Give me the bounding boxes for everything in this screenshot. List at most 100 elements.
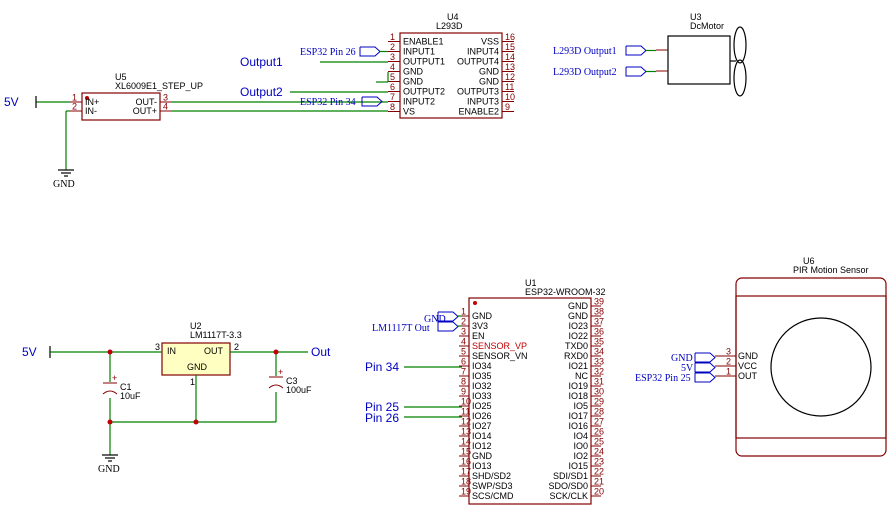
u4-pin-num: 4 bbox=[390, 62, 395, 72]
u4-pin-name: OUTPUT3 bbox=[457, 87, 499, 97]
u1-pin-name: IO35 bbox=[472, 371, 492, 381]
label-output1: Output1 bbox=[240, 55, 283, 69]
u1-pin-name: SENSOR_VN bbox=[472, 351, 528, 361]
u5-pin-num: 1 bbox=[72, 93, 77, 103]
c1-capacitor: + C1 10uF bbox=[102, 373, 141, 401]
u1-pin-num: 27 bbox=[594, 417, 604, 427]
u1-pin-name: IO14 bbox=[472, 431, 492, 441]
u1-pin-name: SENSOR_VP bbox=[472, 341, 527, 351]
u5-pin-name: OUT+ bbox=[133, 106, 157, 116]
c1-value: 10uF bbox=[120, 391, 141, 401]
u4-pin-num: 5 bbox=[390, 72, 395, 82]
u1-pin-num: 30 bbox=[594, 387, 604, 397]
u4-pin-num: 7 bbox=[390, 92, 395, 102]
u1-pin-num: 14 bbox=[461, 437, 471, 447]
label-gnd-top: GND bbox=[53, 179, 75, 190]
u1-pin-num: 1 bbox=[461, 307, 466, 317]
flag-esp-pin26: ESP32 Pin 26 bbox=[300, 46, 388, 58]
u1-pin-num: 38 bbox=[594, 307, 604, 317]
u4-pin-name: OUTPUT4 bbox=[457, 57, 499, 67]
u1-pin-name: IO27 bbox=[472, 421, 492, 431]
u4-pin-num: 16 bbox=[505, 32, 515, 42]
u1-pin-name: IO23 bbox=[568, 321, 588, 331]
u1-pin-num: 16 bbox=[461, 457, 471, 467]
u1-pin-num: 39 bbox=[594, 297, 604, 307]
u1-pin-name: IO5 bbox=[573, 401, 588, 411]
u1-pin-name: 3V3 bbox=[472, 321, 488, 331]
u1-pin-num: 32 bbox=[594, 367, 604, 377]
u1-pin-name: IO4 bbox=[573, 431, 588, 441]
flag-gnd-esp-text: GND bbox=[424, 314, 446, 325]
u3-body bbox=[667, 35, 731, 85]
u1-pin-num: 8 bbox=[461, 377, 466, 387]
u1-pin-num: 11 bbox=[461, 407, 470, 417]
u4-value: L293D bbox=[436, 21, 463, 31]
fan-blade-bottom bbox=[733, 59, 747, 97]
u5-pin-name: OUT- bbox=[136, 97, 158, 107]
u2-pin-gnd: GND bbox=[187, 362, 208, 372]
u4-body bbox=[399, 32, 503, 119]
u4-pin-name: INPUT3 bbox=[467, 97, 499, 107]
label-pin34: Pin 34 bbox=[365, 360, 399, 374]
u5-pin-num: 3 bbox=[163, 93, 168, 103]
u4-pin-num: 1 bbox=[390, 32, 395, 42]
u1-pin-num: 19 bbox=[461, 487, 471, 497]
u2-pin-gnd-num: 1 bbox=[190, 377, 195, 387]
u6-outer bbox=[735, 277, 887, 457]
u1-pin-name: SHD/SD2 bbox=[472, 471, 511, 481]
u4-pin-num: 11 bbox=[505, 82, 514, 92]
svg-text:+: + bbox=[112, 373, 117, 383]
u4-pin-num: 6 bbox=[390, 82, 395, 92]
u1-pin-name: IO22 bbox=[568, 331, 588, 341]
u4-pin-num: 10 bbox=[505, 92, 515, 102]
u1-ref: U1 bbox=[525, 278, 537, 288]
u4-pin-num: 3 bbox=[390, 52, 395, 62]
u6-value: PIR Motion Sensor bbox=[793, 265, 869, 275]
u1-pin-num: 22 bbox=[594, 467, 604, 477]
u4-pin-name: OUTPUT2 bbox=[403, 87, 445, 97]
u5-pin1-marker bbox=[85, 96, 89, 100]
u4-pin-num: 2 bbox=[390, 42, 395, 52]
u1-pin-name: IO13 bbox=[472, 461, 492, 471]
u1-pin-name: IO17 bbox=[568, 411, 588, 421]
u1-pin-num: 20 bbox=[594, 487, 604, 497]
regulator-wires bbox=[49, 346, 308, 462]
flag-esp-pin26-text: ESP32 Pin 26 bbox=[300, 47, 356, 58]
u1-pin-name: GND bbox=[472, 311, 493, 321]
u1-pin-num: 28 bbox=[594, 407, 604, 417]
c3-capacitor: + C3 100uF bbox=[268, 367, 312, 395]
u4-pin-name: INPUT4 bbox=[467, 47, 499, 57]
u1-pin-num: 23 bbox=[594, 457, 604, 467]
u1-pin-num: 12 bbox=[461, 417, 471, 427]
u1-pin-num: 35 bbox=[594, 337, 604, 347]
u1-pin-name: IO2 bbox=[573, 451, 588, 461]
u3-ref: U3 bbox=[690, 12, 702, 22]
